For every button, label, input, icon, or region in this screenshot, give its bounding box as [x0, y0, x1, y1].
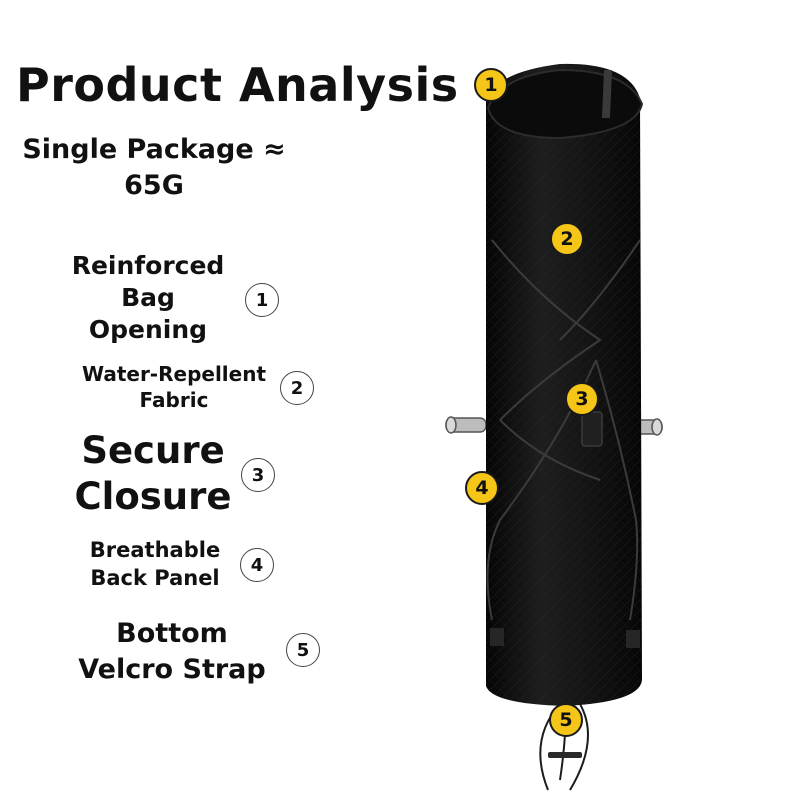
feature-label-1: Reinforced Bag Opening [71, 251, 225, 344]
marker-4: 4 [465, 471, 499, 505]
feature-label-5: Bottom Velcro Strap [78, 618, 266, 685]
marker-5: 5 [549, 703, 583, 737]
marker-2: 2 [550, 222, 584, 256]
feature-number-5: 5 [286, 633, 320, 667]
feature-number-2: 2 [280, 371, 314, 405]
weight-label: Single Package ≈ 65G [22, 134, 286, 201]
marker-1: 1 [474, 68, 508, 102]
marker-3: 3 [565, 382, 599, 416]
side-loop-left [445, 416, 487, 434]
feature-label-3: Secure Closure [74, 429, 232, 518]
page-title: Product Analysis [16, 58, 459, 112]
feature-number-1: 1 [245, 283, 279, 317]
feature-label-4: Breathable Back Panel [89, 538, 221, 590]
feature-number-3: 3 [241, 458, 275, 492]
feature-label-2: Water-Repellent Fabric [81, 362, 267, 412]
feature-number-4: 4 [240, 548, 274, 582]
